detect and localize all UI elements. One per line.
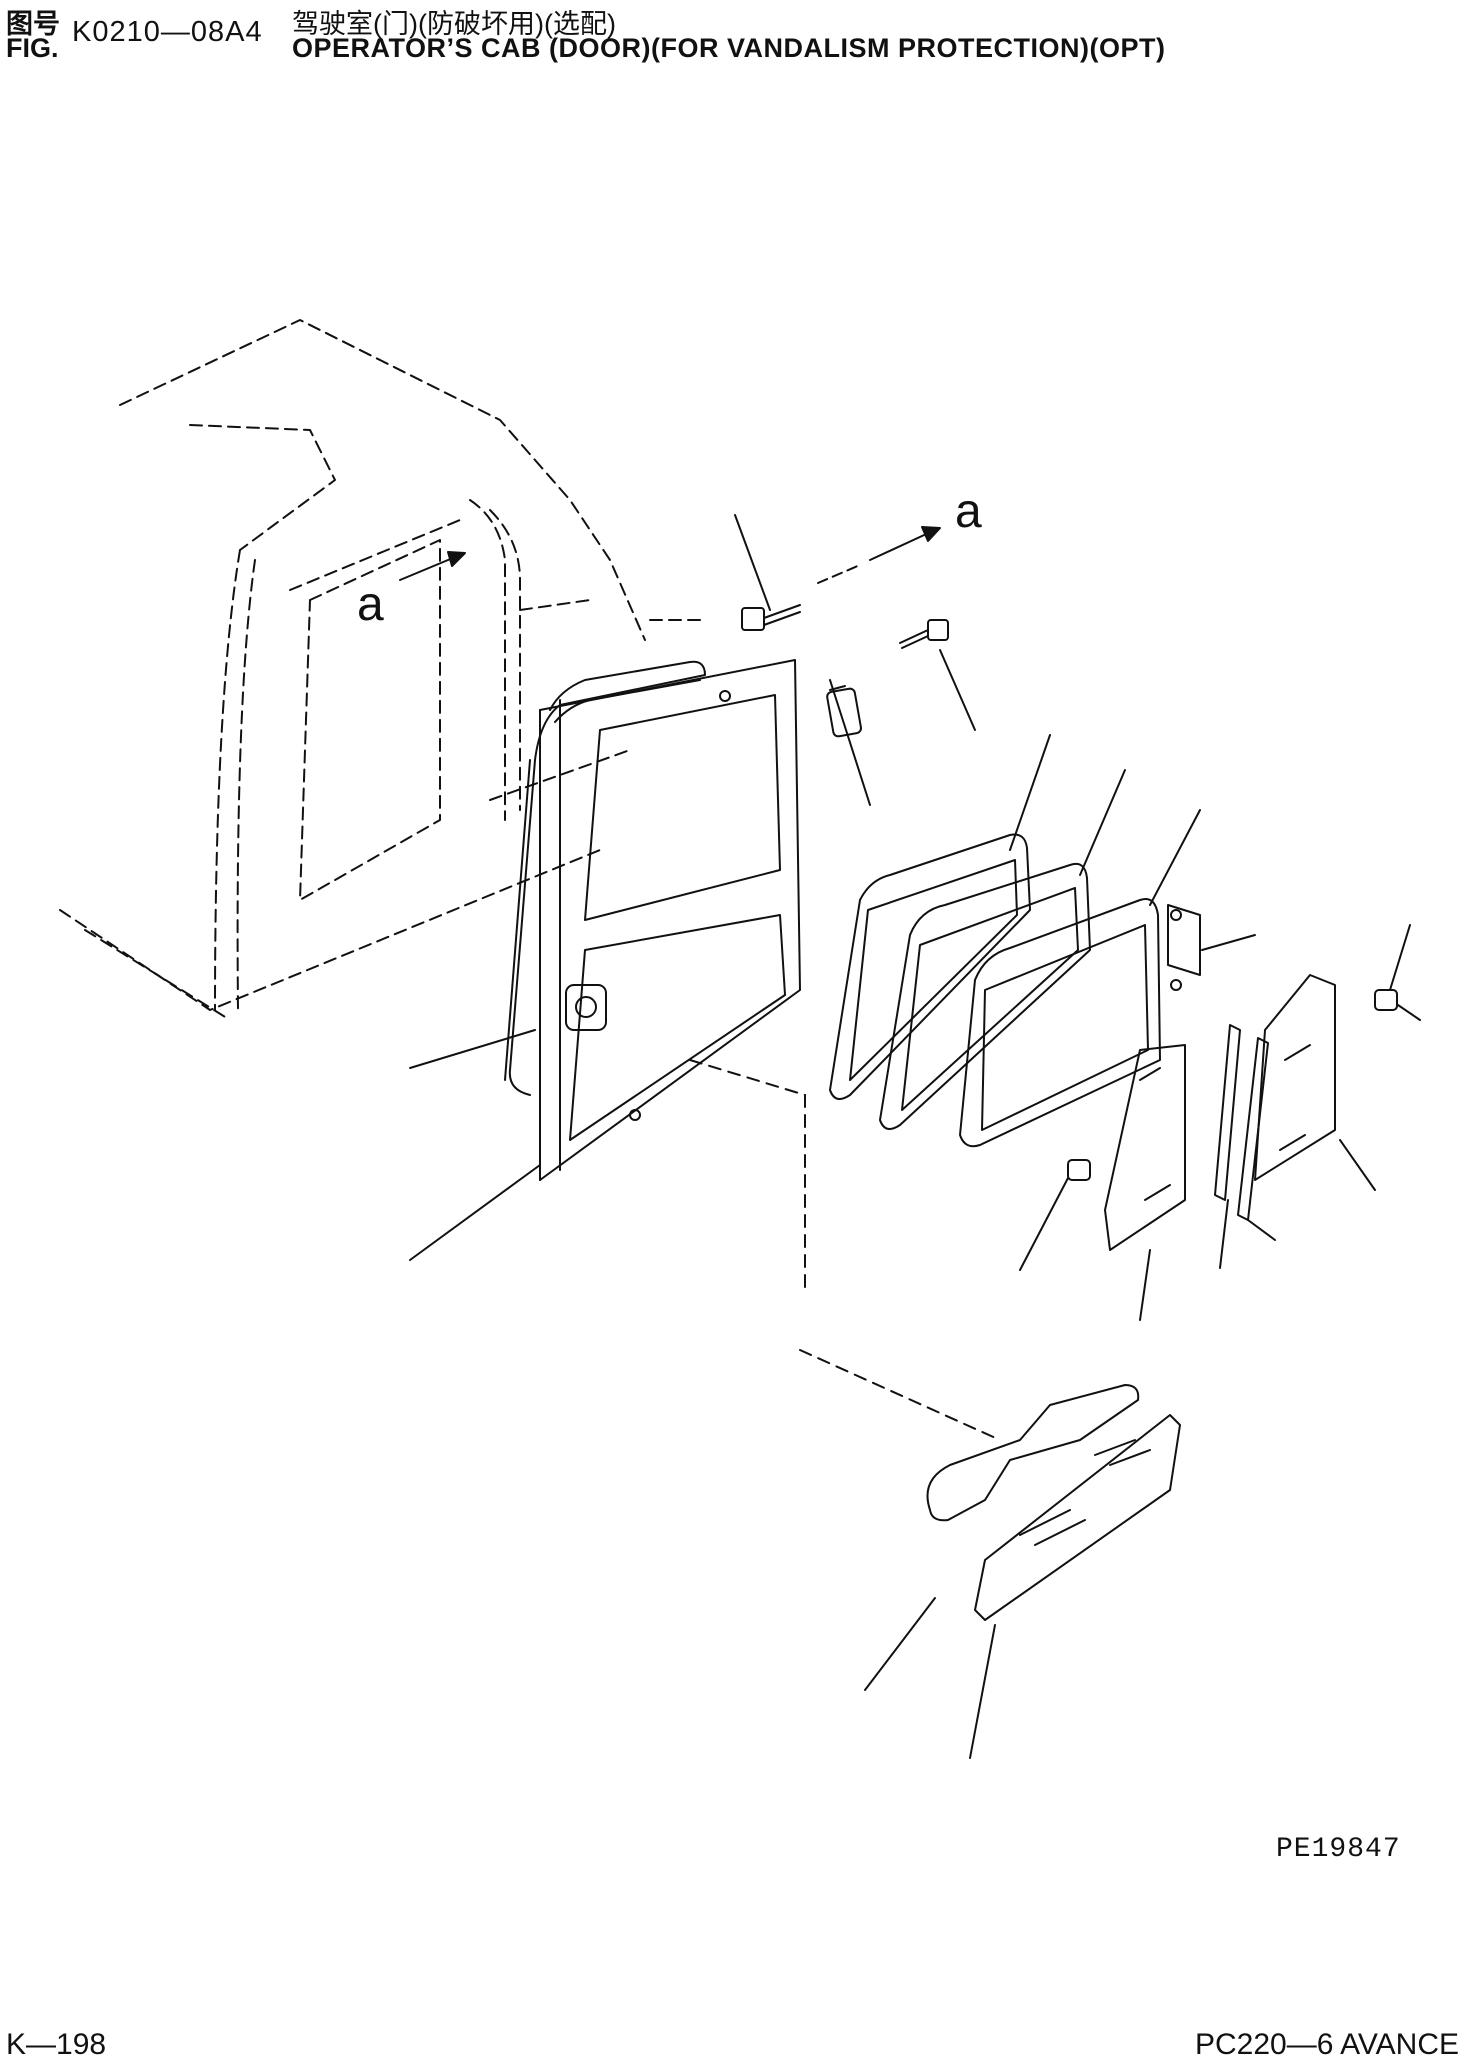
assembly-lines: [689, 1059, 1001, 1441]
figure-label-chinese: 图号: [6, 9, 60, 39]
view-a-arrow-left: [399, 551, 466, 581]
bolt-upper: [741, 604, 801, 631]
window-seal-1: [829, 833, 1031, 1100]
glass-clip-right: [1374, 989, 1398, 1011]
lock-striker: [826, 685, 862, 738]
figure-title: OPERATOR’S CAB (DOOR)(FOR VANDALISM PROT…: [292, 33, 1166, 63]
view-a-callout-left: a: [357, 578, 384, 631]
center-glass-strips: [1214, 1024, 1269, 1221]
illustration-reference-code: PE19847: [1276, 1834, 1401, 1865]
door-panel: [539, 659, 801, 1181]
lower-window-glass: [974, 1414, 1181, 1621]
view-a-callout-right: a: [955, 485, 982, 538]
window-glass-lower: [1104, 1044, 1186, 1251]
cab-body-outline: [59, 319, 701, 1021]
view-a-arrow-right: [817, 526, 941, 584]
lower-window-seal: [926, 1384, 1140, 1522]
window-seal-3: [959, 898, 1161, 1148]
figure-label: FIG.: [6, 33, 59, 63]
door-seal: [504, 660, 706, 1096]
figure-number: K0210—08A4: [72, 16, 263, 48]
glass-retainer-bracket: [1167, 904, 1201, 991]
leader-lines: [409, 514, 1421, 1759]
figure-title-chinese: 驾驶室(门)(防破坏用)(选配): [292, 9, 616, 39]
bolt-right: [899, 619, 949, 649]
glass-clip-left: [1067, 1159, 1091, 1181]
machine-model: PC220—6 AVANCE: [1195, 2028, 1460, 2061]
page-number: K—198: [6, 2028, 107, 2061]
window-glass-upper: [1254, 974, 1336, 1181]
